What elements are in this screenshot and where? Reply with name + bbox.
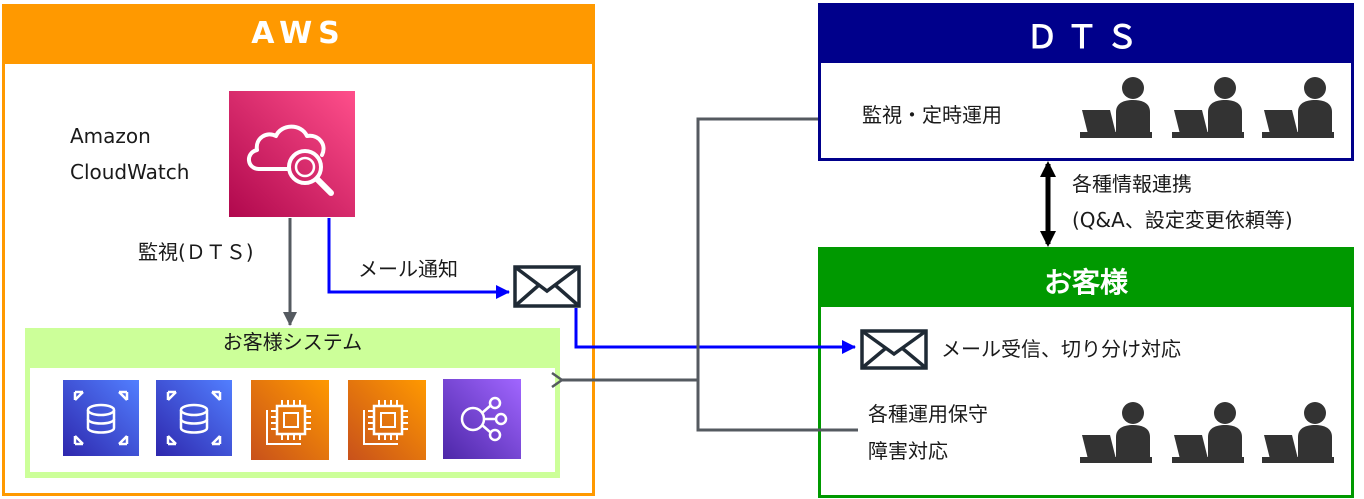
operator-icon xyxy=(1172,401,1244,463)
dts-title: ＤＴＳ xyxy=(1025,18,1146,56)
customer-title: お客様 xyxy=(1043,266,1128,299)
ec2-instance-icon xyxy=(251,380,329,460)
operator-icon xyxy=(1262,401,1334,463)
customer-panel: お客様 xyxy=(818,247,1354,498)
monitor-dts-label: 監視(ＤＴＳ) xyxy=(138,240,254,264)
mail-notify-label: メール通知 xyxy=(358,257,458,281)
mail-icon xyxy=(860,329,928,370)
cloudwatch-label-line1: Amazon xyxy=(70,124,151,148)
mail-notify-arrow xyxy=(327,218,510,299)
operator-icon xyxy=(1080,76,1152,138)
mail-icon xyxy=(513,265,581,308)
dts-ops-connector xyxy=(696,117,858,432)
database-icon xyxy=(63,380,139,456)
dts-task-label: 監視・定時運用 xyxy=(862,103,1002,127)
aws-title: AWS xyxy=(251,16,346,51)
operator-icon xyxy=(1262,76,1334,138)
dts-panel-header xyxy=(821,6,1351,63)
ec2-instance-icon xyxy=(348,380,426,460)
customer-ops-line2: 障害対応 xyxy=(868,439,948,463)
aws-panel-header xyxy=(5,7,592,64)
mail-forward-arrow xyxy=(574,308,856,354)
info-link-line1: 各種情報連携 xyxy=(1072,172,1192,196)
operator-icon xyxy=(1172,76,1244,138)
customer-mail-label: メール受信、切り分け対応 xyxy=(941,337,1181,361)
cloudwatch-label-line2: CloudWatch xyxy=(70,160,190,184)
customer-panel-header xyxy=(821,250,1351,307)
customer-ops-line1: 各種運用保守 xyxy=(868,402,988,426)
database-icon xyxy=(156,380,232,456)
sns-icon xyxy=(443,379,521,459)
info-link-line2: (Q&A、設定変更依頼等) xyxy=(1072,208,1293,232)
customer-system-title: お客様システム xyxy=(222,330,363,354)
cloudwatch-icon xyxy=(229,91,355,217)
operator-icon xyxy=(1080,401,1152,463)
